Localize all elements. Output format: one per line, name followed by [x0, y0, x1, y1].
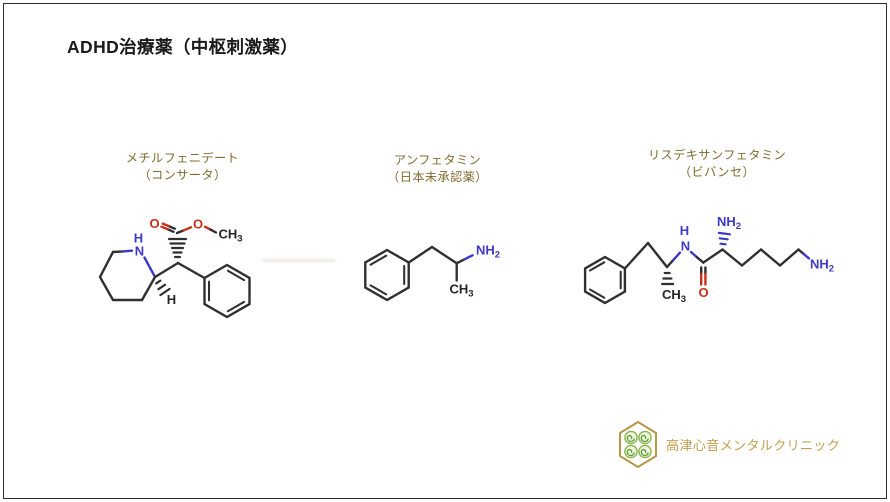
atom-label-amide-hydrogen: H: [680, 223, 689, 238]
atom-label-methyl: CH3: [219, 227, 243, 245]
amphetamine-skeletal-structure-icon: NH2 CH3: [364, 243, 500, 302]
amide-carbonyl-bonds: [699, 266, 707, 286]
clover-leaf-swirls: [626, 434, 649, 457]
phenyl-ring-bonds: [203, 263, 251, 319]
backbone-bonds: [153, 261, 206, 280]
backbone-bonds: [623, 241, 811, 270]
ester-group-bonds: [160, 222, 218, 235]
molecule-label-lisdexamfetamine: リスデキサンフェタミン （ビバンセ）: [572, 147, 862, 181]
molecule-name: メチルフェニデート: [125, 151, 240, 165]
atom-label-alpha-amine: NH2: [717, 214, 741, 232]
faint-artifact-line: [262, 259, 336, 262]
atom-label-methyl: CH3: [450, 282, 474, 300]
atom-label-amide-nitrogen: N: [681, 239, 690, 254]
atom-label-carbonyl-oxygen: O: [149, 216, 159, 231]
molecule-name: リスデキサンフェタミン: [647, 148, 787, 162]
atom-label-nitrogen: N: [135, 244, 144, 259]
atom-label-amine: NH2: [476, 243, 500, 261]
atom-label-methyl: CH3: [662, 287, 686, 305]
lisdexamfetamine-skeletal-structure-icon: H N O CH3 NH2 NH2: [583, 214, 834, 305]
clinic-name: 高津心音メンタルクリニック: [666, 438, 841, 453]
molecule-name: アンフェタミン: [393, 153, 482, 167]
piperidine-ring-bonds: [98, 249, 157, 302]
page-title: ADHD治療薬（中枢刺激薬）: [67, 37, 299, 57]
molecule-label-methylphenidate: メチルフェニデート （コンサータ）: [85, 150, 280, 184]
phenyl-ring-bonds: [583, 255, 627, 305]
backbone-bonds: [407, 245, 474, 282]
atom-label-nh-hydrogen: H: [134, 231, 143, 246]
atom-label-carbonyl-oxygen: O: [698, 285, 708, 300]
methylphenidate-skeletal-structure-icon: H N O O CH3 H: [98, 216, 251, 319]
hexagon-outline: [619, 421, 657, 468]
atom-label-ester-oxygen: O: [193, 217, 203, 232]
phenyl-ring-bonds: [364, 248, 410, 302]
molecule-brand: （ビバンセ）: [678, 165, 756, 179]
hexagon-clover-logo-icon: [619, 421, 657, 468]
molecule-brand: （日本未承認薬）: [387, 170, 488, 184]
hashed-wedge-methyl: [660, 271, 675, 286]
atom-label-stereo-hydrogen: H: [167, 292, 176, 307]
hashed-wedge-amine: [717, 231, 731, 246]
molecule-label-amphetamine: アンフェタミン （日本未承認薬）: [350, 152, 525, 186]
hashed-wedge-ester: [167, 237, 188, 259]
molecule-brand: （コンサータ）: [138, 168, 227, 182]
hashed-wedge-hydrogen: [155, 279, 171, 297]
atom-label-terminal-amine: NH2: [810, 257, 834, 275]
